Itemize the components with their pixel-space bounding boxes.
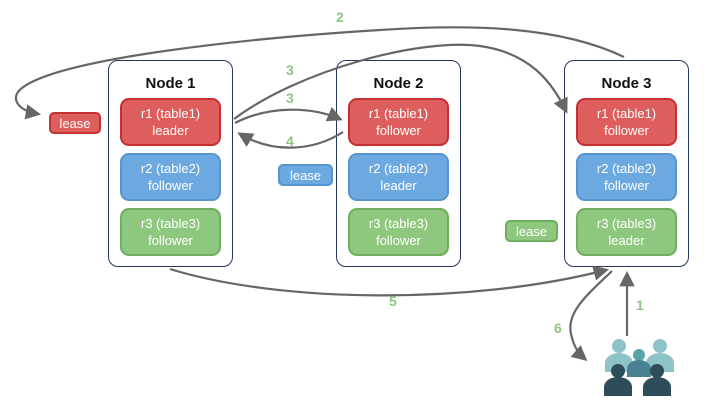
arrow-6-response [569, 270, 613, 362]
replica-role: follower [604, 123, 649, 138]
node2-replica-r2: r2 (table2) leader [348, 153, 449, 201]
replica-name: r1 (table1) [368, 105, 429, 121]
step-label-6: 6 [554, 320, 562, 336]
replica-name: r2 (table2) [596, 160, 657, 176]
lease-chip-table1: lease [49, 112, 101, 134]
arrow-5-forward [169, 265, 609, 297]
step-label-1: 1 [636, 297, 644, 313]
step-label-2: 2 [336, 9, 344, 25]
replica-name: r3 (table3) [368, 215, 429, 231]
lease-chip-table2: lease [278, 164, 333, 186]
replica-name: r3 (table3) [140, 215, 201, 231]
replica-name: r1 (table1) [596, 105, 657, 121]
node1-replica-r1: r1 (table1) leader [120, 98, 221, 146]
replica-role: follower [604, 178, 649, 193]
node-3-box: Node 3 r1 (table1) follower r2 (table2) … [564, 60, 689, 267]
replica-role: leader [152, 123, 189, 138]
replica-role: follower [148, 178, 193, 193]
node3-replica-r2: r2 (table2) follower [576, 153, 677, 201]
node1-replica-r3: r3 (table3) follower [120, 208, 221, 256]
node-1-box: Node 1 r1 (table1) leader r2 (table2) fo… [108, 60, 233, 267]
arrow-3-replicate-node2 [234, 107, 343, 124]
node-1-title: Node 1 [145, 75, 196, 92]
node-2-title: Node 2 [373, 75, 424, 92]
node1-replica-r2: r2 (table2) follower [120, 153, 221, 201]
replica-role: leader [608, 233, 645, 248]
replica-role: follower [376, 123, 421, 138]
node2-replica-r3: r3 (table3) follower [348, 208, 449, 256]
replica-name: r1 (table1) [140, 105, 201, 121]
replica-name: r3 (table3) [596, 215, 657, 231]
replica-name: r2 (table2) [140, 160, 201, 176]
replica-name: r2 (table2) [368, 160, 429, 176]
users-group-icon [604, 339, 674, 396]
lease-chip-table3: lease [505, 220, 558, 242]
node3-replica-r1: r1 (table1) follower [576, 98, 677, 146]
node-3-title: Node 3 [601, 75, 652, 92]
step-label-3-short: 3 [286, 90, 294, 106]
node2-replica-r1: r1 (table1) follower [348, 98, 449, 146]
replica-role: leader [380, 178, 417, 193]
replica-role: follower [376, 233, 421, 248]
step-label-5: 5 [389, 293, 397, 309]
step-label-3-long: 3 [286, 62, 294, 78]
node-2-box: Node 2 r1 (table1) follower r2 (table2) … [336, 60, 461, 267]
replica-role: follower [148, 233, 193, 248]
node3-replica-r3: r3 (table3) leader [576, 208, 677, 256]
step-label-4: 4 [286, 133, 294, 149]
